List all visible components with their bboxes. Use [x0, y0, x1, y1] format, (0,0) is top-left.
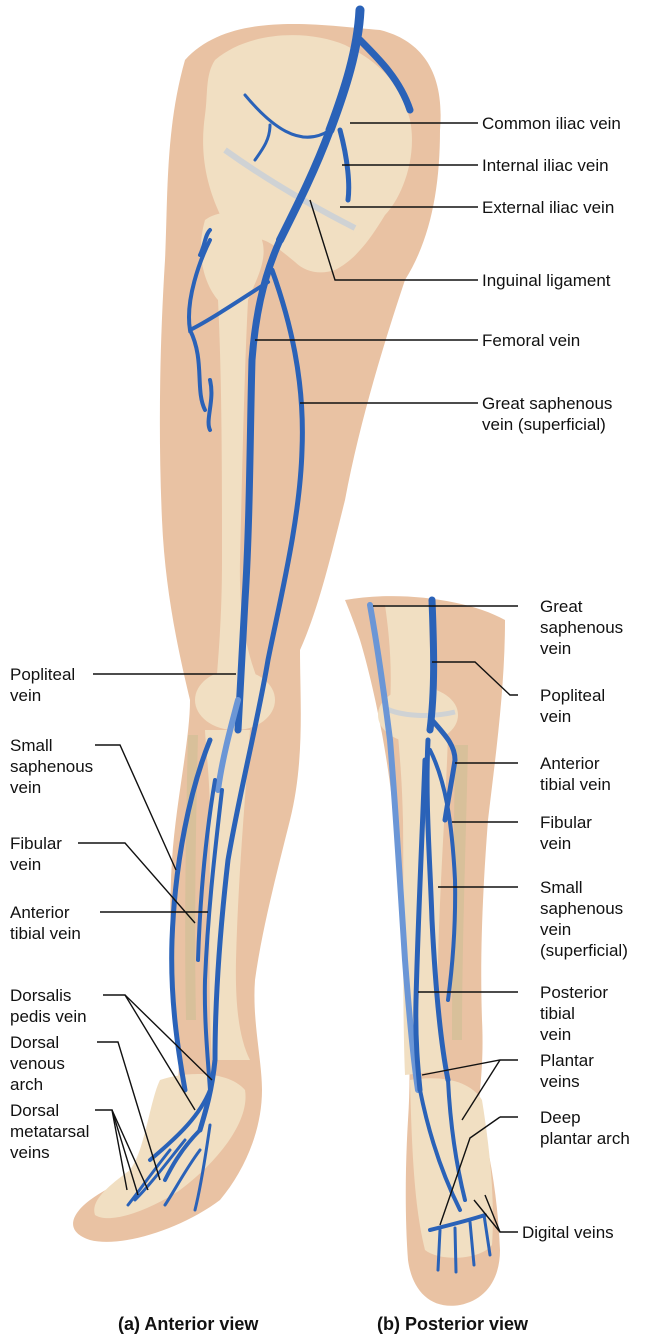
label-posterior-tibial-vein: Posterior tibial vein	[540, 983, 613, 1044]
caption-anterior-view: (a) Anterior view	[118, 1314, 259, 1334]
label-fibular-vein-b: Fibular vein	[540, 813, 597, 853]
label-common-iliac-vein: Common iliac vein	[482, 114, 621, 133]
label-dorsalis-pedis-vein: Dorsalis pedis vein	[10, 986, 87, 1026]
popliteal-vein-b	[430, 600, 434, 730]
label-popliteal-vein-b: Popliteal vein	[540, 686, 610, 726]
label-dorsal-venous-arch: Dorsal venous arch	[10, 1033, 70, 1094]
label-external-iliac-vein: External iliac vein	[482, 198, 614, 217]
caption-posterior-view: (b) Posterior view	[377, 1314, 529, 1334]
label-great-saphenous-vein-b: Great saphenous vein	[540, 597, 628, 658]
label-internal-iliac-vein: Internal iliac vein	[482, 156, 609, 175]
label-anterior-tibial-vein-b: Anterior tibial vein	[540, 754, 611, 794]
label-digital-veins: Digital veins	[522, 1223, 614, 1242]
label-anterior-tibial-vein-a: Anterior tibial vein	[10, 903, 81, 943]
label-great-saphenous-vein-a: Great saphenous vein (superficial)	[482, 394, 617, 434]
label-small-saphenous-vein-a: Small saphenous vein	[10, 736, 98, 797]
label-plantar-veins: Plantar veins	[540, 1051, 599, 1091]
label-femoral-vein: Femoral vein	[482, 331, 580, 350]
label-small-saphenous-vein-b: Small saphenous vein (superficial)	[540, 878, 628, 960]
label-fibular-vein-a: Fibular vein	[10, 834, 67, 874]
label-deep-plantar-arch: Deep plantar arch	[540, 1108, 630, 1148]
label-dorsal-metatarsal-veins: Dorsal metatarsal veins	[10, 1101, 94, 1162]
posterior-view-illustration	[345, 596, 505, 1306]
label-inguinal-ligament: Inguinal ligament	[482, 271, 611, 290]
label-popliteal-vein-a: Popliteal vein	[10, 665, 80, 705]
